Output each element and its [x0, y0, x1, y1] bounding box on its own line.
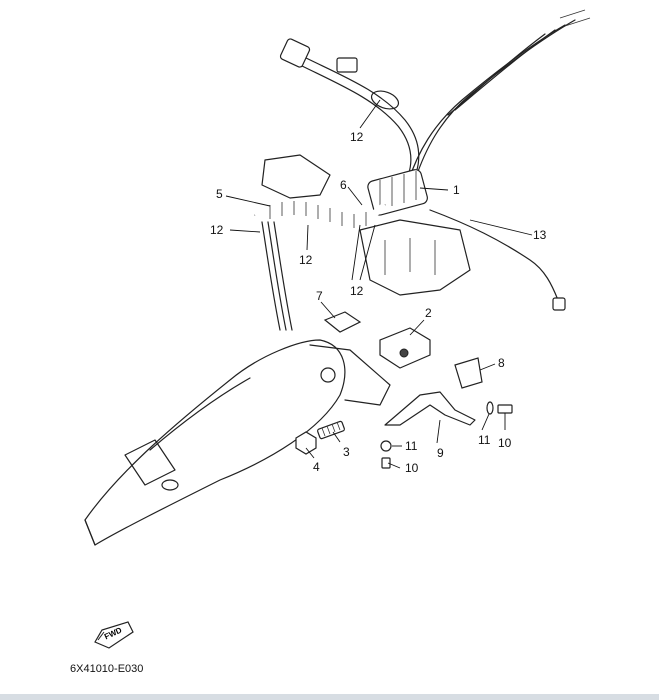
diagram-part-code: 6X41010-E030: [70, 663, 144, 675]
fwd-arrow-icon: [94, 621, 134, 649]
callout-11-left: 11: [405, 439, 418, 453]
callout-12-mid: 12: [299, 253, 313, 267]
callout-9: 9: [437, 446, 444, 460]
leader-lines: [225, 99, 533, 469]
callout-10-lower: 10: [405, 461, 419, 475]
callout-13: 13: [533, 228, 547, 242]
callout-12-top: 12: [350, 130, 364, 144]
callout-12-bottom: 12: [350, 284, 364, 298]
bottom-strip: [0, 694, 659, 700]
callout-5: 5: [216, 187, 223, 201]
callout-4: 4: [313, 460, 320, 474]
mount-bracket: [261, 154, 471, 296]
callout-2: 2: [425, 306, 432, 320]
callout-7: 7: [316, 289, 323, 303]
corrugated-harness: [253, 201, 388, 331]
callout-3: 3: [343, 445, 350, 459]
sensor-lead: [429, 209, 566, 311]
callout-1: 1: [453, 183, 460, 197]
callout-10-right: 10: [498, 436, 512, 450]
upper-harness: [279, 38, 420, 189]
callout-8: 8: [498, 356, 505, 370]
callout-12-left: 12: [210, 223, 224, 237]
tiller-handle: [84, 339, 391, 546]
callout-6: 6: [340, 178, 347, 192]
control-cables: [407, 9, 591, 183]
callout-11-right: 11: [478, 433, 491, 447]
